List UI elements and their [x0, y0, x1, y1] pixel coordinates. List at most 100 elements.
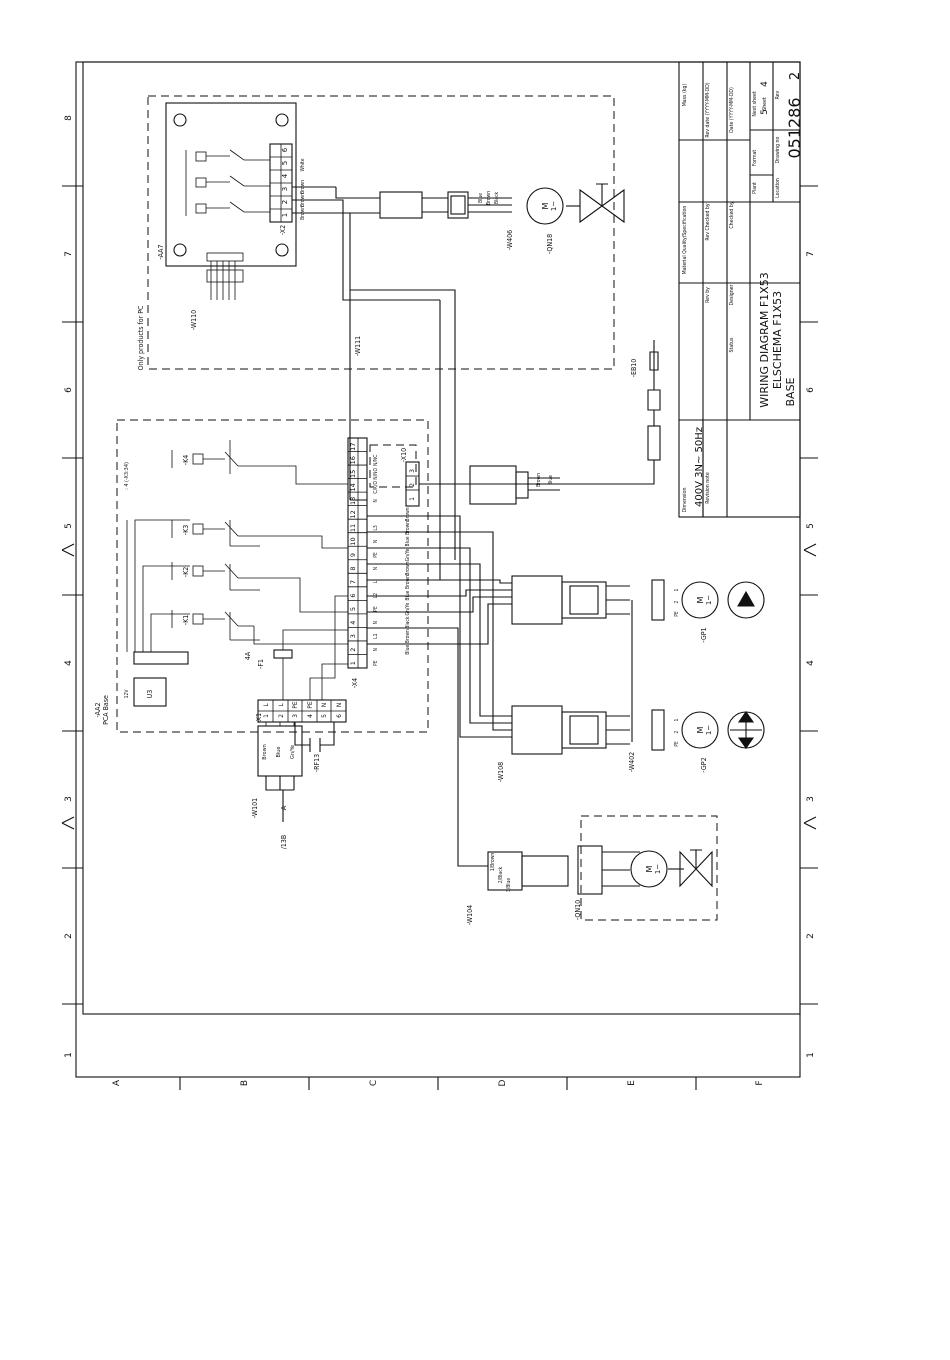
f1-label: -F1 — [257, 659, 265, 669]
qn18-labels: -QN18 M 1~ -W406 Blue Brown Black — [478, 191, 558, 254]
w101-wire: Brown — [262, 744, 268, 760]
x4-wire-color: Blue — [405, 645, 411, 655]
row-label: B — [240, 1080, 250, 1086]
supply-voltage: 400V 3N~ 50Hz — [694, 427, 705, 507]
x4-load-wiring — [350, 483, 560, 867]
gp2-pin: 1 — [674, 718, 680, 721]
x4-terminal-number: 13 — [349, 497, 357, 505]
w110-label: -W110 — [190, 310, 198, 330]
x2-wire-labels: Brown Brown Brown White — [300, 158, 306, 220]
qn10-ac: 1~ — [654, 864, 662, 874]
eb10-wire: Brown — [536, 473, 542, 487]
gp1-pin: 1 — [674, 588, 680, 591]
rf13-label: -RF13 — [313, 754, 321, 772]
x2-num: 4 — [281, 173, 289, 178]
x1-term: L — [278, 703, 285, 707]
gp1-pin: PE — [674, 611, 680, 617]
col-label-right: 4 — [806, 660, 816, 666]
eb10-wire: Blue — [548, 475, 554, 485]
gp2-pin: PE — [674, 741, 680, 747]
x4-terminal-number: 11 — [349, 524, 357, 532]
label-location: Location — [775, 178, 781, 198]
label-rev-date: Rev date (YYYY-MM-DD) — [705, 82, 711, 137]
aa2-labels: -AA2 PCA Base -X1 -X4 -X10 -F1 4A -RF13 … — [94, 448, 408, 772]
x4-terminal-number: 4 — [349, 621, 357, 625]
x2-label: -X2 — [279, 225, 287, 235]
row-label: A — [112, 1079, 122, 1086]
row-label: E — [627, 1080, 637, 1086]
eb10-labels: -EB10 Brown Blue — [536, 359, 638, 487]
qn18-wire: Blue — [478, 193, 484, 203]
frame-row-labels: A B C D E F — [112, 1079, 765, 1086]
w104-label: -W104 — [466, 905, 474, 925]
f1-rating: 4A — [244, 651, 252, 660]
x4-terminal-number: 7 — [349, 580, 357, 584]
x2-num: 1 — [281, 213, 289, 217]
x1-num: 6 — [336, 714, 343, 718]
row-label: F — [755, 1080, 765, 1085]
col-label-left: 6 — [64, 387, 74, 393]
gp1-label: -GP1 — [700, 627, 708, 642]
x4-terminal-number: 12 — [349, 510, 357, 518]
x2-num: 6 — [281, 147, 289, 152]
x4-terminal-number: 14 — [349, 483, 357, 491]
gp1-pin: 2 — [674, 600, 680, 603]
col-label-left: 5 — [64, 523, 74, 529]
w111-label: -W111 — [354, 336, 362, 356]
aa7-labels: Only products for PC -AA7 -X2 -W110 -W11… — [137, 225, 362, 371]
x4-signal: L1 — [373, 633, 379, 639]
label-mass: Mass (kg) — [682, 84, 688, 107]
x4-signal: PE — [373, 552, 379, 558]
qn10-valve — [458, 815, 718, 921]
row-label: C — [369, 1080, 379, 1086]
col-label-left: 8 — [64, 115, 74, 121]
aa7-board — [147, 95, 615, 370]
label-revision-note: Revision note — [705, 472, 711, 504]
x10-terminal-number: 2 — [409, 483, 416, 487]
title-block-labels: Mass (kg) Rev date (YYYY-MM-DD) Date (YY… — [682, 82, 781, 512]
qn10-labels: -QN10 -W104 M 1~ 1/Brown 2/Black 3/Blue — [466, 853, 662, 926]
k1-label: -K1 — [182, 615, 190, 625]
label-next-sheet: Next sheet — [752, 91, 758, 116]
label-date: Date (YYYY-MM-DD) — [729, 87, 735, 133]
aa7-to-qn18-wiring — [292, 183, 625, 580]
x4-terminal-number: 5 — [349, 607, 357, 611]
drawing-frame — [61, 61, 818, 1090]
gp2-m: M — [696, 726, 705, 733]
k4-note: : 4 (-X3:34) — [124, 462, 130, 490]
x1-term: N — [336, 703, 343, 708]
x4-signal: N — [373, 648, 379, 651]
x4-signal: N — [373, 621, 379, 624]
x4-terminal-number: 15 — [349, 470, 357, 478]
sheet-number: 4 — [760, 81, 770, 87]
w101-ref: /13B — [280, 835, 288, 849]
revision-number: 2 — [788, 72, 803, 80]
w101-label: -W101 — [251, 798, 259, 818]
label-sheet: Sheet — [762, 97, 768, 111]
x4-terminal-number: 1 — [349, 661, 357, 665]
x4-wire-color: Gn/Ye — [405, 603, 411, 616]
x2-num: 2 — [281, 200, 289, 204]
frame-column-labels: 8 7 6 5 4 3 2 1 7 6 5 4 3 2 1 — [64, 115, 816, 1058]
x4-wire-color: Black — [405, 616, 411, 629]
k3-label: -K3 — [182, 525, 190, 535]
col-label-right: 1 — [806, 1052, 816, 1058]
x4-signal: PE — [373, 660, 379, 666]
title-line-1: WIRING DIAGRAM F1X53 — [758, 272, 771, 407]
supply-cable: Brown Blue Gn/Ye -W101 A /13B — [251, 722, 303, 849]
u3-label: U3 — [146, 690, 154, 699]
w402-label: -W402 — [628, 752, 636, 772]
gp2-label: -GP2 — [700, 757, 708, 772]
label-rev-by: Rev by — [705, 287, 711, 303]
col-label-left: 3 — [64, 796, 74, 802]
qn10-wire: 3/Blue — [506, 878, 512, 893]
x4-wire-color: Brown — [405, 561, 411, 575]
label-plant: Plant — [752, 182, 758, 194]
x1-num: 4 — [307, 714, 314, 718]
title-line-3: BASE — [784, 377, 797, 406]
x4-signal: L3 — [373, 525, 379, 531]
qn18-wire: Brown — [486, 191, 492, 205]
col-label-right: 5 — [806, 523, 816, 529]
gp1-ac: 1~ — [705, 595, 713, 605]
